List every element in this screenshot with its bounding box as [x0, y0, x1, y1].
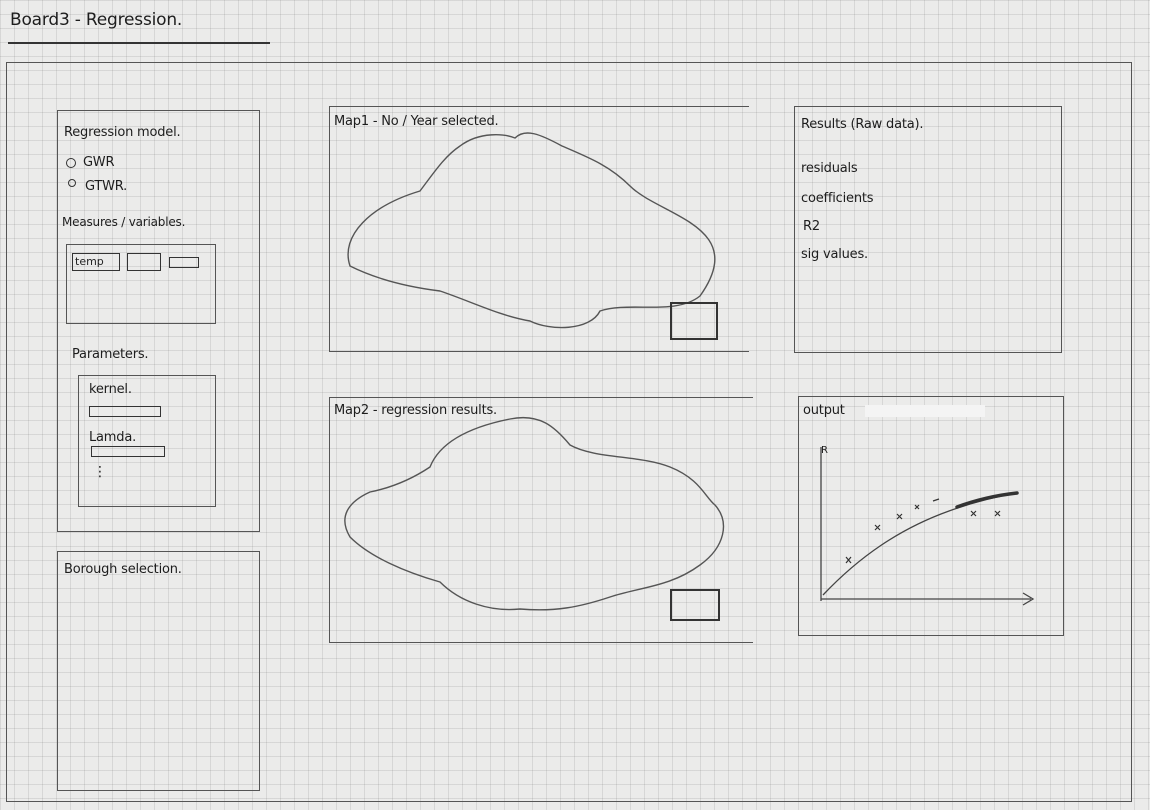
kernel-label: kernel.	[89, 382, 132, 397]
result-item-residuals[interactable]: residuals	[801, 161, 858, 176]
lamda-input[interactable]	[91, 446, 165, 457]
model-option-gtwr[interactable]: GTWR.	[68, 179, 127, 194]
map2-legend	[670, 589, 720, 621]
result-item-coefficients[interactable]: coefficients	[801, 191, 874, 206]
map1-heading: Map1 - No / Year selected.	[334, 114, 499, 129]
board-title: Board3 - Regression.	[10, 10, 183, 30]
map1-borough-map[interactable]	[330, 106, 750, 352]
borough-selection-heading: Borough selection.	[64, 562, 182, 577]
output-panel: output R	[798, 396, 1064, 636]
more-parameters-ellipsis: ⋮	[93, 464, 107, 480]
map1-legend	[670, 302, 718, 340]
radio-button-gtwr[interactable]	[68, 179, 76, 187]
variables-heading: Measures / variables.	[62, 215, 186, 229]
erased-text-smudge	[865, 405, 985, 417]
y-axis-label: R	[821, 445, 828, 456]
parameters-panel: kernel. Lamda. ⋮	[78, 375, 216, 507]
lamda-label: Lamda.	[89, 430, 137, 445]
variable-chip[interactable]	[169, 257, 199, 268]
kernel-input[interactable]	[89, 406, 161, 417]
controls-panel: Regression model. GWR GTWR. Measures / v…	[57, 110, 260, 532]
regression-model-heading: Regression model.	[64, 125, 181, 140]
model-option-label: GWR	[82, 155, 115, 170]
variables-selector: temp	[66, 244, 216, 324]
radio-button-gwr[interactable]	[66, 157, 76, 168]
results-panel: Results (Raw data). residuals coefficien…	[794, 106, 1062, 353]
model-option-gwr[interactable]: GWR	[66, 155, 115, 170]
borough-selection-panel[interactable]: Borough selection.	[57, 551, 260, 791]
dashboard-frame	[6, 62, 1132, 802]
title-underline	[8, 42, 270, 44]
parameters-heading: Parameters.	[72, 347, 149, 362]
map2-panel: Map2 - regression results.	[329, 397, 753, 643]
map2-heading: Map2 - regression results.	[334, 403, 497, 418]
model-option-label: GTWR.	[84, 179, 128, 194]
map2-regression-map[interactable]	[330, 397, 754, 643]
results-heading: Results (Raw data).	[801, 117, 924, 132]
output-heading: output	[803, 403, 845, 418]
map1-panel: Map1 - No / Year selected.	[329, 106, 749, 352]
result-item-r2[interactable]: R2	[803, 219, 820, 234]
result-item-sig-values[interactable]: sig values.	[801, 247, 868, 262]
variable-chip-temp[interactable]: temp	[72, 253, 120, 271]
output-scatter-plot[interactable]	[799, 397, 1065, 637]
variable-chip[interactable]	[127, 253, 161, 271]
